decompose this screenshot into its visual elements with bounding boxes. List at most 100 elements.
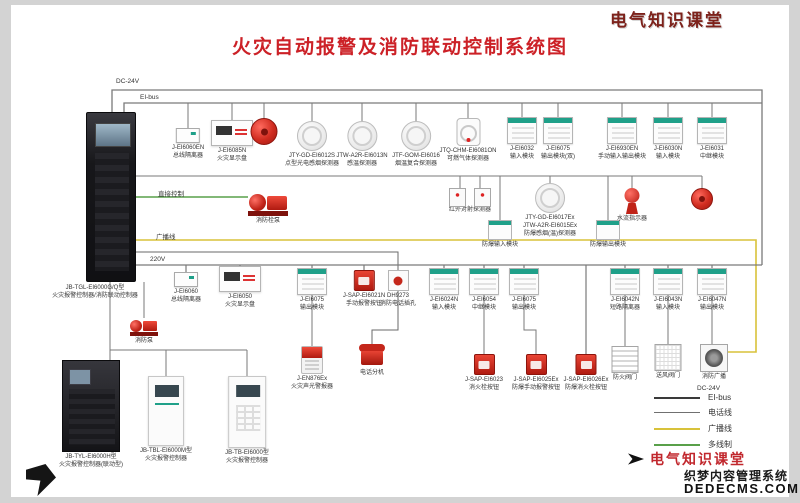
flow-icon <box>621 188 643 214</box>
module-sm-icon <box>595 220 620 240</box>
wire-phone-line <box>136 251 399 344</box>
device-caption: 送风阀门 <box>655 373 680 379</box>
hydrant-pump: 消防栓泵 <box>248 190 288 226</box>
page-edge-top <box>0 0 800 5</box>
device-caption: 消防泵 <box>134 338 153 344</box>
wire-row2-bus <box>136 175 703 220</box>
mcp-icon <box>353 270 375 291</box>
wire-row1-drops <box>187 103 713 128</box>
bell-icon <box>250 118 278 145</box>
wire-dc24v-trunk <box>111 89 763 265</box>
smoke-icon <box>347 121 377 151</box>
brand-arrow-icon <box>628 453 644 465</box>
water-alarm-bell <box>691 188 713 210</box>
air-supply-valve: 送风阀门 <box>654 344 682 381</box>
wire-row3-row4-drops <box>311 295 713 354</box>
module-icon <box>469 268 499 295</box>
ex-input-module: 防爆输入模块 <box>482 220 518 250</box>
label-broadcast-line: 广播线 <box>156 234 176 241</box>
device-caption: 水流指示器 <box>616 216 648 222</box>
fire-alarm-bell <box>250 118 278 145</box>
label-direct-control: 直接控制 <box>158 191 184 198</box>
device-caption: 防火阀门 <box>612 375 637 381</box>
box-icon <box>173 272 198 287</box>
module-icon <box>653 268 683 295</box>
device-caption: 消防广播 <box>701 374 726 380</box>
module-sm-icon <box>487 220 512 240</box>
wallpanel2-icon <box>228 376 266 448</box>
module-icon <box>429 268 459 295</box>
fire-broadcast-speaker: 消防广播 <box>700 344 728 382</box>
page-edge-right <box>789 0 800 503</box>
jack-icon <box>387 270 409 291</box>
legend-item: 多线制 <box>654 439 732 450</box>
diagram-title: 火灾自动报警及消防联动控制系统图 <box>231 37 569 58</box>
legend-line-sample <box>654 412 700 413</box>
page-edge-bottom <box>0 497 800 503</box>
wallpanel-icon <box>148 376 184 446</box>
watermark-cms-line1: 织梦内容管理系统 <box>684 469 789 483</box>
box-icon <box>175 128 200 143</box>
beam-detector: 红外对射探测器 <box>447 188 493 215</box>
gas-icon <box>455 118 480 146</box>
legend-item: 电话线 <box>654 407 732 418</box>
pump-sm-icon <box>130 318 158 336</box>
legend-line-sample <box>654 427 700 430</box>
device-caption: 红外对射探测器 <box>448 207 491 213</box>
wall-controller: JB-TBL-EI6000M型火灾报警控制器 <box>140 376 192 464</box>
smoke-icon <box>535 183 565 213</box>
module-icon <box>543 117 573 144</box>
module-icon <box>297 268 327 295</box>
device-caption: JB-TBL-EI6000M型火灾报警控制器 <box>139 448 193 462</box>
device-caption: JB-TYL-EI6000H型火灾报警控制器(联动型) <box>59 454 123 468</box>
module-icon <box>606 117 637 144</box>
module-icon <box>507 117 537 144</box>
beam-icon <box>447 188 493 207</box>
device-caption: 电话分机 <box>359 370 384 376</box>
module-icon <box>509 268 539 295</box>
phone-icon <box>357 344 387 368</box>
device-caption: JB-TB-EI6000型火灾报警控制器 <box>225 450 269 464</box>
mcp-icon <box>473 354 495 375</box>
legend-label: EI-bus <box>708 393 732 402</box>
speaker-icon <box>700 344 728 372</box>
module-icon <box>653 117 683 144</box>
device-caption: 消防栓泵 <box>255 218 280 224</box>
ex-output-module: 防爆输出模块 <box>590 220 626 250</box>
cabinet2-icon <box>62 360 120 452</box>
cabinet-icon <box>86 112 136 282</box>
module-icon <box>697 117 727 144</box>
device-caption: JB-TGL-EI6000G/Q型火灾报警控制器/消防联动控制器 <box>52 285 138 299</box>
label-dc24v-top: DC-24V <box>116 78 140 85</box>
